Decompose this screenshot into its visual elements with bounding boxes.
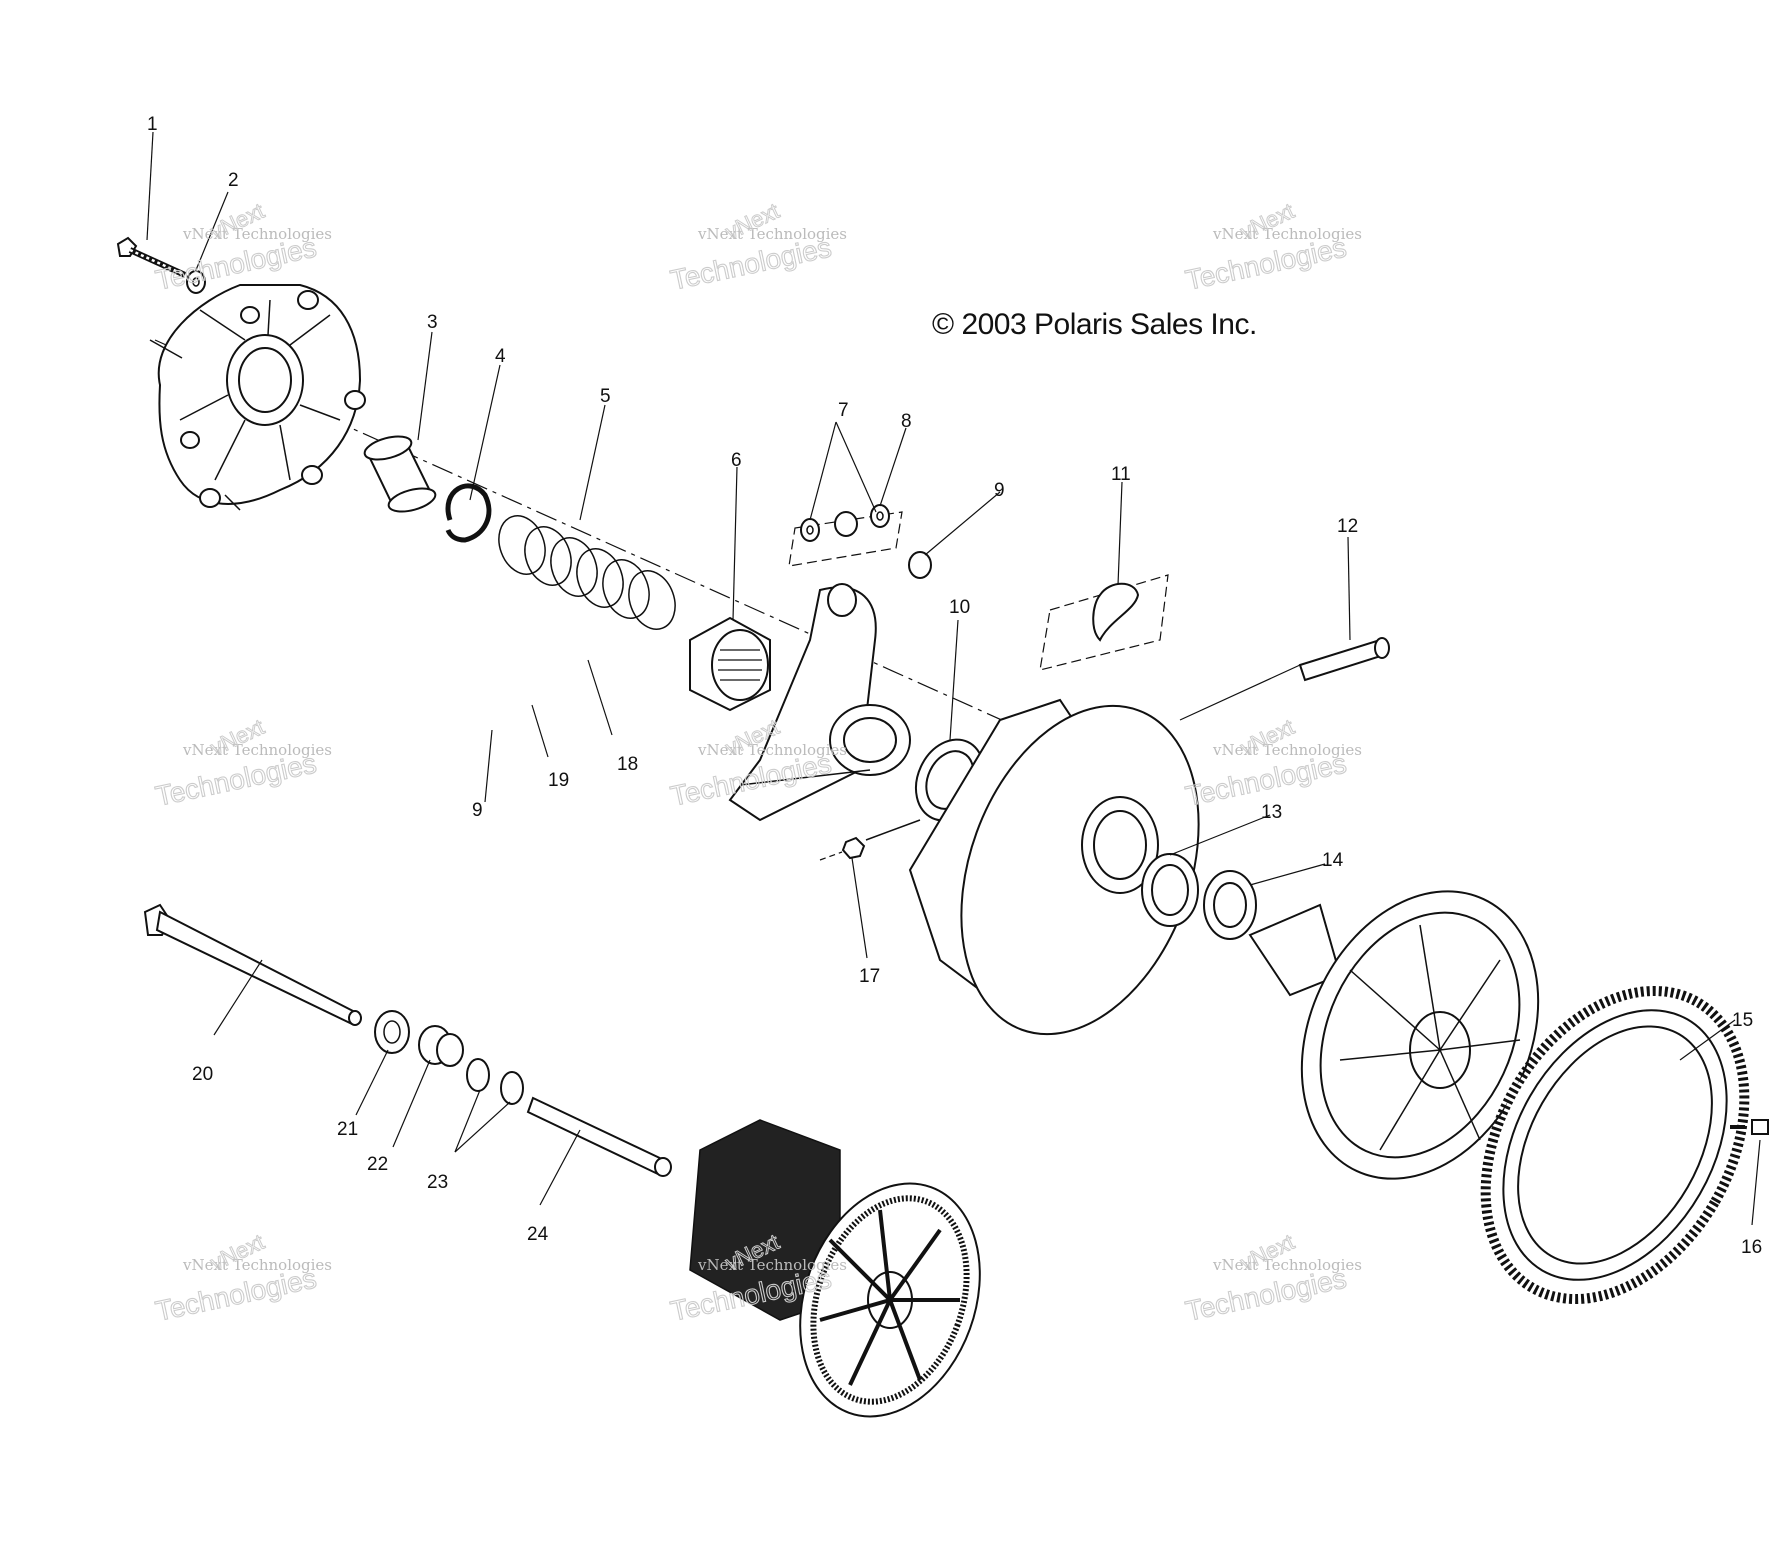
part-24-tube (526, 1096, 672, 1177)
callout-20: 20 (192, 1064, 213, 1085)
callout-9-lower: 9 (472, 800, 483, 821)
watermark-text: vNext Technologies (182, 741, 332, 759)
callout-24: 24 (527, 1224, 549, 1245)
part-15-ring-gear (1480, 985, 1750, 1305)
part-11-weight (1039, 574, 1169, 671)
watermark-group-top-right: vNext Technologies Technologies vNext (1182, 198, 1362, 297)
watermark-text: vNext Technologies (182, 225, 332, 243)
callout-numbers: 1 2 3 4 5 6 7 8 9 10 11 12 13 14 15 16 1… (147, 114, 1762, 1258)
part-1-bolt (116, 236, 187, 278)
watermark-text: vNext Technologies (697, 1256, 847, 1274)
callout-11: 11 (1111, 464, 1131, 485)
part-5-spring (498, 515, 676, 630)
leader-lines (146, 131, 1761, 1226)
callout-10: 10 (949, 597, 970, 618)
part-6-cam (689, 616, 771, 712)
moveable-sheave (908, 698, 1200, 1036)
part-14-bushing (1203, 870, 1257, 940)
callout-14: 14 (1322, 850, 1344, 871)
watermark-group-top-center: vNext Technologies Technologies vNext (667, 198, 847, 297)
callout-15: 15 (1732, 1010, 1753, 1031)
part-4-snap-ring (445, 483, 492, 543)
callout-7: 7 (838, 400, 849, 421)
spider-arm (728, 583, 911, 822)
watermark-group-top-left: vNext Technologies Technologies vNext (152, 198, 332, 297)
callout-1: 1 (147, 114, 158, 135)
part-7-8-roller-set (788, 504, 903, 567)
callout-4: 4 (495, 346, 506, 367)
copyright-notice: © 2003 Polaris Sales Inc. (932, 308, 1257, 341)
watermark-text: vNext Technologies (1212, 741, 1362, 759)
stationary-sheave (1248, 890, 1540, 1180)
part-13-bushing (1141, 853, 1199, 927)
assembled-clutch (689, 1119, 981, 1418)
callout-13: 13 (1261, 802, 1282, 823)
callout-19: 19 (548, 770, 569, 791)
watermark-text: vNext Technologies (697, 741, 847, 759)
callout-9-upper: 9 (994, 480, 1005, 501)
watermark-group-mid-right: vNext Technologies Technologies vNext (1182, 714, 1362, 813)
callout-3: 3 (427, 312, 438, 333)
watermark-text: vNext Technologies (182, 1256, 332, 1274)
callout-17: 17 (859, 966, 880, 987)
center-axis-line (154, 339, 1181, 801)
cover-housing (149, 284, 366, 511)
watermark-text: vNext Technologies (697, 225, 847, 243)
callout-8: 8 (901, 411, 912, 432)
callout-22: 22 (367, 1154, 388, 1175)
part-16-screw (1730, 1119, 1769, 1135)
callout-18: 18 (617, 754, 638, 775)
watermark-text: vNext Technologies (1212, 1256, 1362, 1274)
callout-12: 12 (1337, 516, 1358, 537)
watermark-group-bottom-right: vNext Technologies Technologies vNext (1182, 1229, 1362, 1328)
part-17-nut (819, 819, 921, 861)
part-9-button-upper (908, 551, 932, 579)
part-21-lock-washer (374, 1010, 410, 1054)
watermark-text: vNext Technologies (1212, 225, 1362, 243)
part-22-spacer (418, 1025, 464, 1067)
pin-axis-line (1179, 664, 1301, 721)
callout-23: 23 (427, 1172, 448, 1193)
callout-5: 5 (600, 386, 611, 407)
part-12-pin (1298, 637, 1390, 682)
part-23-o-rings (466, 1058, 524, 1105)
watermark-group-bottom-left: vNext Technologies Technologies vNext (152, 1229, 332, 1328)
callout-16: 16 (1741, 1237, 1762, 1258)
part-20-long-bolt (143, 903, 362, 1026)
part-3-bushing (363, 435, 437, 513)
callout-6: 6 (731, 450, 742, 471)
watermark-group-mid-left: vNext Technologies Technologies vNext (152, 714, 332, 813)
part-2-washer (186, 270, 206, 294)
callout-2: 2 (228, 170, 239, 191)
callout-21: 21 (337, 1119, 358, 1140)
